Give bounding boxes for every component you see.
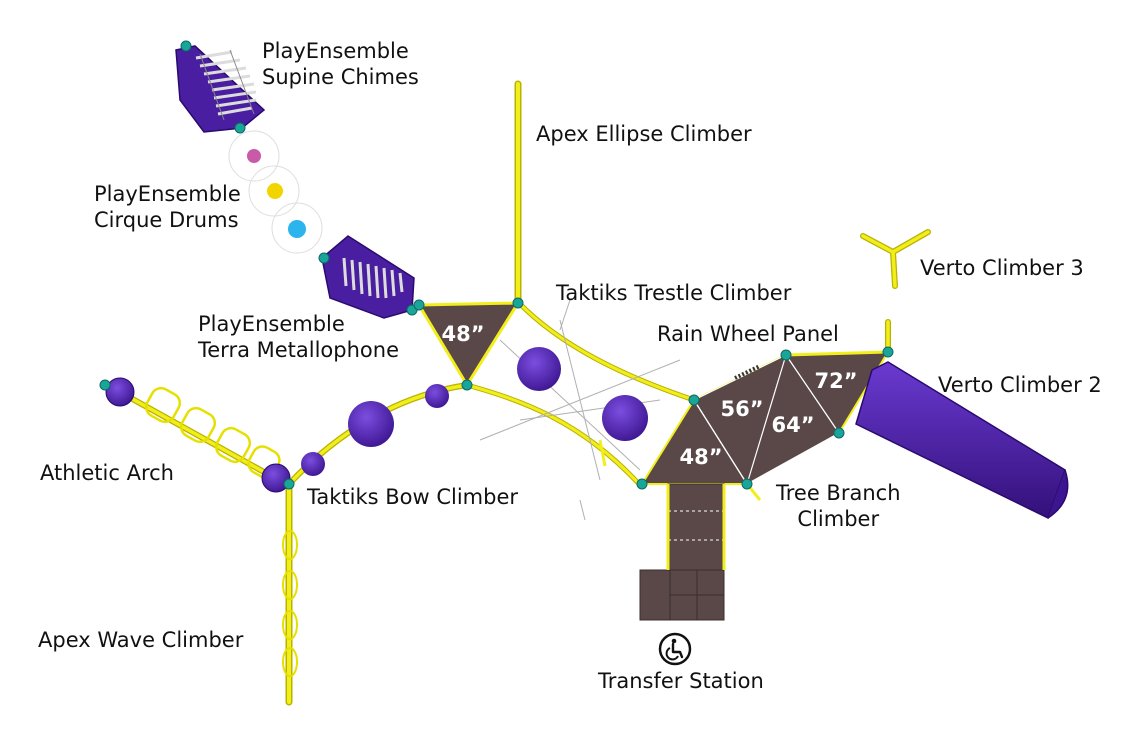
drum-blue — [288, 220, 306, 238]
drum-pink — [247, 149, 261, 163]
label-athletic-arch: Athletic Arch — [40, 461, 174, 485]
label-tree-branch-climber: Tree Branch Climber — [776, 481, 901, 531]
deck-left: 48” — [416, 301, 521, 388]
verto-climber-3 — [860, 229, 931, 289]
wheelchair-accessibility-icon — [658, 632, 692, 666]
athletic-arch — [105, 377, 291, 493]
slide — [855, 361, 1069, 520]
apex-wave-climber — [282, 480, 298, 706]
deck-height-right-d: 72” — [814, 369, 857, 393]
label-taktiks-trestle-climber: Taktiks Trestle Climber — [556, 281, 792, 305]
label-apex-ellipse-climber: Apex Ellipse Climber — [536, 122, 752, 146]
taktiks-trestle-climber — [464, 299, 697, 521]
deck-height-right-b: 56” — [720, 397, 763, 421]
deck-height-right-c: 64” — [771, 413, 814, 437]
label-verto-climber-2: Verto Climber 2 — [938, 373, 1102, 397]
label-transfer-station: Transfer Station — [598, 669, 764, 693]
label-verto-climber-3: Verto Climber 3 — [920, 256, 1084, 280]
rain-wheel-panel — [734, 364, 761, 380]
label-supine-chimes: PlayEnsemble Supine Chimes — [262, 39, 419, 89]
label-terra-metallophone: PlayEnsemble Terra Metallophone — [198, 312, 399, 362]
post-caps — [99, 40, 894, 490]
deck-right: 48” 56” 64” 72” — [640, 350, 890, 485]
label-taktiks-bow-climber: Taktiks Bow Climber — [307, 485, 519, 509]
deck-height-right-a: 48” — [679, 445, 722, 469]
label-apex-wave-climber: Apex Wave Climber — [38, 628, 244, 652]
label-cirque-drums: PlayEnsemble Cirque Drums — [94, 182, 241, 232]
drum-yellow — [267, 183, 283, 199]
supine-chimes — [175, 45, 266, 133]
label-rain-wheel-panel: Rain Wheel Panel — [657, 322, 839, 346]
transfer-station — [639, 483, 726, 621]
deck-height-left: 48” — [441, 322, 484, 346]
taktiks-bow-climber — [286, 382, 470, 487]
terra-metallophone — [321, 235, 415, 319]
cirque-drums — [228, 130, 323, 254]
